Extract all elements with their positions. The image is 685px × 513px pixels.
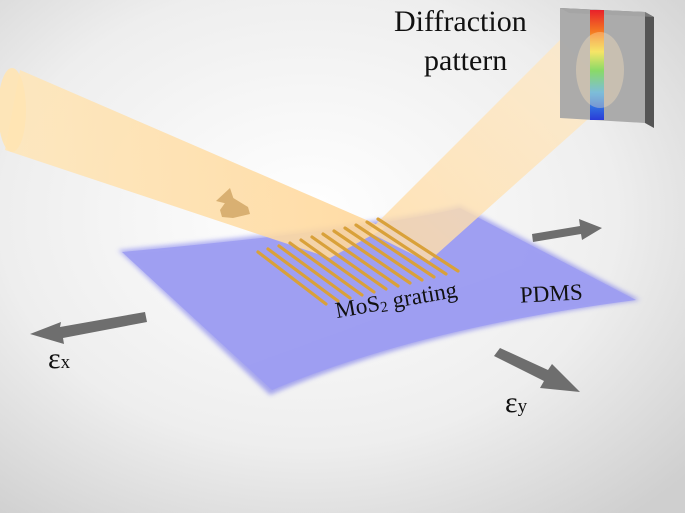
strain-y-arrow [494,348,580,392]
strain-y-subscript: y [517,396,528,417]
grating-line [288,241,364,297]
grating-line [266,247,340,303]
strain-y-symbol: ε [505,386,518,419]
strain-y-label: εy [505,386,527,420]
grating-line [321,232,400,288]
grating-line [332,229,412,285]
title-line-2: pattern [424,44,508,77]
strain-x-subscript: x [60,352,71,373]
beam-direction-arrow [216,188,250,218]
incident-beam-end [0,68,26,152]
grating-line [365,220,448,276]
grating-line [343,226,424,282]
incident-beam [5,70,385,258]
grating-line [256,250,328,306]
diffraction-spectrum [590,10,604,120]
strain-x-symbol: ε [48,342,61,375]
grating-line [277,244,352,300]
grating-line [376,217,460,273]
diffraction-screen [560,8,654,128]
grating-line [354,223,436,279]
title-line-1: Diffraction [394,5,527,38]
substrate-label: PDMS [519,279,584,308]
grating-line [299,238,376,294]
grating-line [310,235,388,291]
strain-x-left-arrow [30,312,147,344]
strain-x-label: εx [48,342,70,376]
strain-x-right-arrow [532,219,602,242]
pdms-substrate-surface [122,208,636,390]
mos2-grating [256,217,460,306]
diffracted-beam [368,40,615,262]
